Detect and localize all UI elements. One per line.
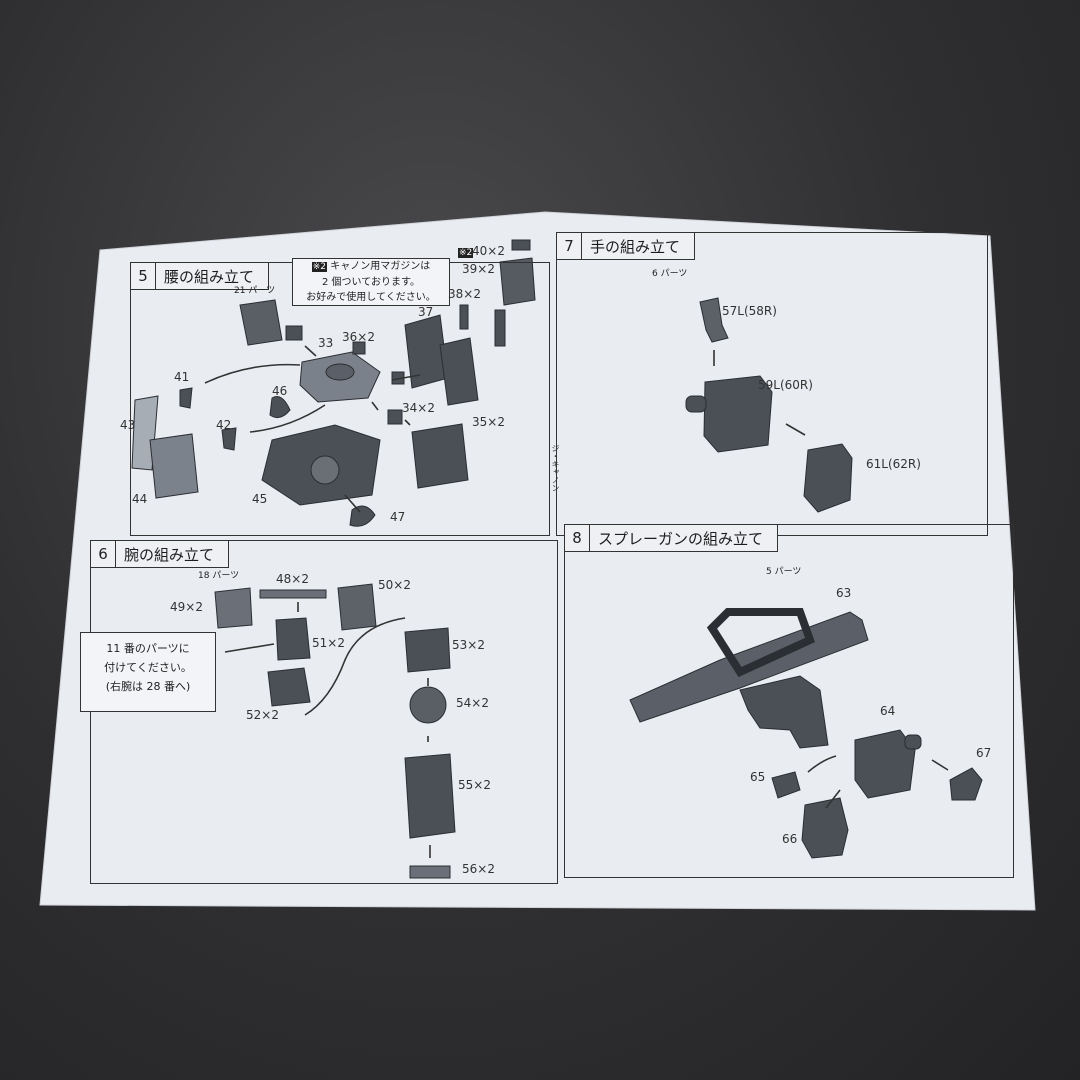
part-label: 53×2	[452, 638, 485, 652]
part-label: 55×2	[458, 778, 491, 792]
part-label: 47	[390, 510, 406, 524]
part-label: 43	[120, 418, 136, 432]
part-label: 44	[132, 492, 148, 506]
part-label: 41	[174, 370, 190, 384]
part-label: 63	[836, 586, 852, 600]
paper	[40, 212, 1035, 910]
part-label: 45	[252, 492, 268, 506]
step7-arrows	[713, 350, 806, 436]
part-label: 66	[782, 832, 798, 846]
step5-note-line1: キャノン用マガジンは	[330, 261, 431, 272]
step5-header: 5 腰の組み立て	[131, 263, 270, 290]
step8-count: 5 パーツ	[766, 567, 802, 577]
step6-title: 腕の組み立て	[124, 545, 215, 564]
step5-title: 腰の組み立て	[164, 267, 255, 286]
part-label: 39×2	[462, 262, 495, 276]
step6-note: 11 番のパーツに 付けてください。 (右腕は 28 番へ)	[80, 632, 216, 712]
part-label: 36×2	[342, 330, 375, 344]
step5-count: 21 パーツ	[234, 286, 276, 296]
step6-panel: 6 腕の組み立て	[90, 540, 558, 884]
part-label: 48×2	[276, 572, 309, 586]
step6-arrows	[224, 602, 431, 858]
step5-number: 5	[131, 263, 156, 289]
part-label: 65	[750, 770, 766, 784]
step5-note-mark: ※2	[311, 262, 328, 272]
step5-note-line2: 2 個ついております。	[322, 277, 420, 288]
step8-number: 8	[565, 525, 590, 551]
step7-header: 7 手の組み立て	[557, 233, 696, 260]
step6-parts	[214, 583, 456, 879]
part-label: 56×2	[462, 862, 495, 876]
part-label: 61L(62R)	[866, 457, 921, 471]
part-label: 38×2	[448, 287, 481, 301]
step6-note-line3: (右腕は 28 番へ)	[105, 680, 191, 693]
step7-title: 手の組み立て	[590, 237, 681, 256]
part-label: 59L(60R)	[758, 378, 813, 392]
step5-mark2: ※2	[458, 248, 474, 258]
step6-note-line2: 付けてください。	[104, 661, 192, 674]
step5-note-line3: お好みで使用してください。	[306, 292, 436, 303]
part-label: 49×2	[170, 600, 203, 614]
part-label: 51×2	[312, 636, 345, 650]
step7-number: 7	[557, 233, 582, 259]
step5-vertical-text: ジ・キャノン	[551, 444, 560, 492]
step6-number: 6	[91, 541, 116, 567]
step5-arrows	[204, 345, 421, 513]
step7-count: 6 パーツ	[652, 269, 688, 279]
part-label: 64	[880, 704, 896, 718]
part-label: 37	[418, 305, 434, 319]
step5-note: ※2 キャノン用マガジンは 2 個ついております。 お好みで使用してください。	[292, 258, 450, 306]
part-label: 33	[318, 336, 334, 350]
step7-panel: 7 手の組み立て	[556, 232, 988, 536]
step8-arrows	[807, 755, 949, 809]
step7-parts	[685, 297, 853, 513]
part-label: 54×2	[456, 696, 489, 710]
part-label: 52×2	[246, 708, 279, 722]
step8-title: スプレーガンの組み立て	[598, 529, 764, 548]
step6-header: 6 腕の組み立て	[91, 541, 230, 568]
part-label: 34×2	[402, 401, 435, 415]
part-label: 42	[216, 418, 232, 432]
part-label: 50×2	[378, 578, 411, 592]
step5-parts	[131, 239, 536, 527]
step6-count: 18 パーツ	[198, 571, 240, 581]
step8-header: 8 スプレーガンの組み立て	[565, 525, 779, 552]
step8-parts	[629, 608, 983, 859]
part-label: 67	[976, 746, 992, 760]
part-label: 57L(58R)	[722, 304, 777, 318]
step6-note-line1: 11 番のパーツに	[106, 642, 190, 655]
part-label: 35×2	[472, 415, 505, 429]
step8-panel: 8 スプレーガンの組み立て	[564, 524, 1014, 878]
part-label: 46	[272, 384, 288, 398]
part-label: 40×2	[472, 244, 505, 258]
